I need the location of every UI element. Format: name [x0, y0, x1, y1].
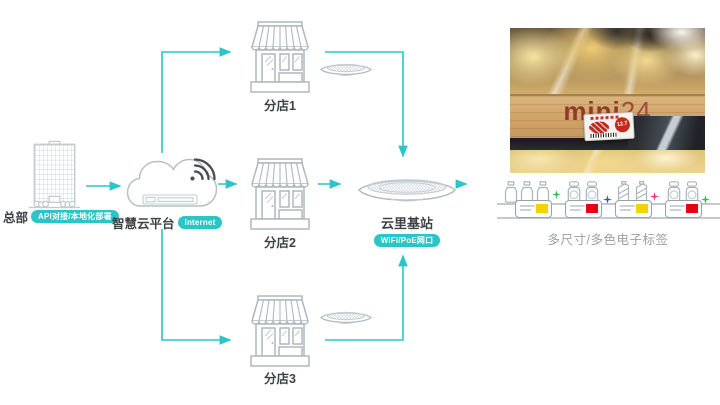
esl-tag-yellow [615, 200, 652, 218]
cloud-platform-icon [126, 150, 218, 216]
store-2-icon [245, 158, 315, 232]
sparkle-icon [552, 190, 561, 199]
esl-shelf-graphic [497, 178, 720, 224]
connector-cloud-to-store3 [161, 229, 232, 345]
photo-shelf-label: 12.7 [583, 111, 635, 142]
base-station-icon [357, 167, 457, 213]
esl-tag-yellow [515, 200, 552, 218]
store-3-icon [245, 295, 315, 369]
esl-tag-color-chip [686, 204, 698, 213]
headquarters-label-row: 总部 API对接/本地化部署 [3, 207, 119, 226]
photo-shelf-label-price: 12.7 [613, 116, 632, 134]
base-station-label: 云里基站 [380, 216, 433, 231]
store-3-ap-disc-icon [320, 306, 372, 328]
store-shelf-photo: mini24 12.7 [510, 28, 705, 173]
internet-badge: Internet [177, 216, 223, 229]
photo-shelf-label-bread-graphic [588, 121, 610, 135]
store-3-label: 分店3 [264, 372, 296, 386]
headquarters-label: 总部 [3, 211, 29, 225]
esl-tag-color-chip [636, 204, 648, 213]
photo-bread-bottom [510, 150, 705, 173]
esl-tag-color-chip [586, 204, 598, 213]
connector-cloud-to-store1 [161, 47, 232, 153]
esl-tag-red [665, 200, 702, 218]
store-1-icon [245, 21, 315, 95]
photo-bread-top [510, 28, 705, 96]
headquarters-badge: API对接/本地化部署 [31, 210, 119, 223]
shelf-rail [497, 203, 720, 219]
store-1-ap-disc-icon [320, 58, 372, 80]
store-2-label: 分店2 [264, 236, 296, 250]
cloud-platform-label: 智慧云平台 [112, 217, 175, 231]
base-station-label-group: 云里基站 WiFi/PoE网口 [357, 213, 457, 247]
store-1-label: 分店1 [264, 99, 296, 113]
sparkle-icon [701, 195, 710, 204]
base-station-badge: WiFi/PoE网口 [373, 234, 441, 247]
sparkle-icon [603, 195, 612, 204]
esl-tag-red [565, 200, 602, 218]
sparkle-icon [650, 192, 659, 201]
headquarters-building-icon [27, 140, 82, 212]
esl-caption: 多尺寸/多色电子标签 [547, 233, 669, 247]
photo-shelf-label-barcode [590, 132, 617, 138]
esl-tag-color-chip [536, 204, 548, 213]
cloud-label-row: 智慧云平台 Internet [112, 213, 223, 232]
